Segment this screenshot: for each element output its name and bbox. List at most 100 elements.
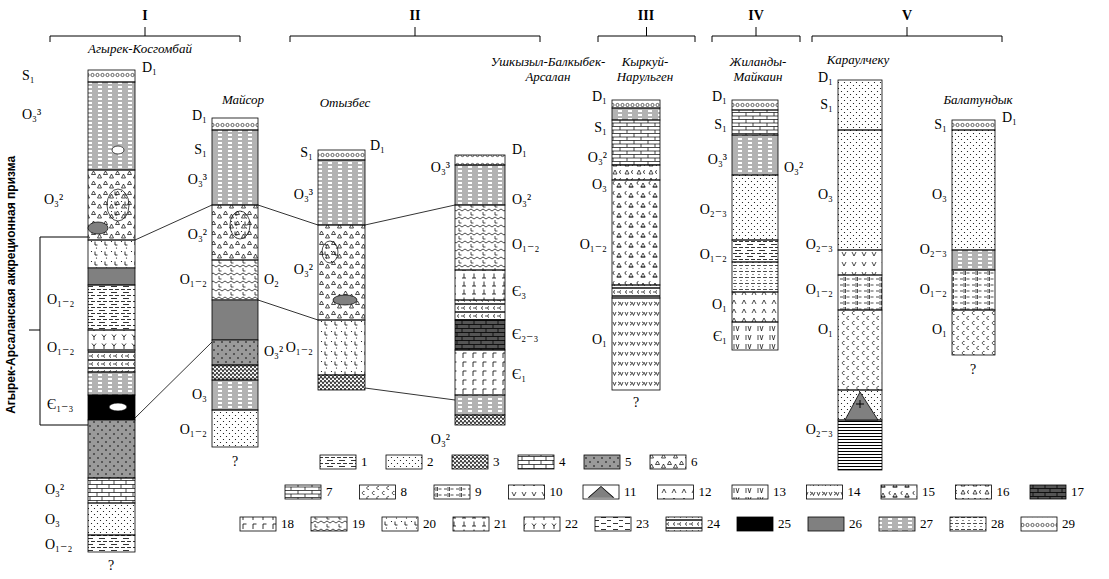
rock-lens bbox=[230, 211, 250, 239]
rock-layer bbox=[952, 120, 995, 130]
rock-layer bbox=[838, 80, 882, 130]
correlation-line bbox=[365, 205, 455, 225]
age-index: O₃ bbox=[932, 187, 947, 203]
legend-number: 6 bbox=[691, 455, 698, 470]
legend-number: 7 bbox=[326, 485, 333, 500]
rock-layer bbox=[212, 130, 258, 205]
rock-layer bbox=[212, 300, 258, 340]
rock-layer bbox=[732, 110, 778, 135]
rock-lens bbox=[333, 295, 357, 305]
rock-layer bbox=[88, 395, 135, 420]
legend-number: 22 bbox=[565, 517, 578, 532]
age-index: ? bbox=[108, 558, 114, 574]
legend-number: 4 bbox=[559, 455, 566, 470]
age-index: O₃² bbox=[45, 482, 64, 498]
rock-layer bbox=[318, 160, 365, 225]
age-index: D₁ bbox=[512, 142, 527, 158]
age-index: S₁ bbox=[714, 117, 727, 133]
rock-lens bbox=[112, 146, 124, 154]
rock-layer bbox=[455, 350, 505, 395]
legend-swatch bbox=[956, 485, 992, 499]
rock-layer bbox=[88, 285, 135, 330]
section-name: Агырек-Косгомбай bbox=[88, 42, 192, 57]
legend-number: 28 bbox=[991, 517, 1004, 532]
legend-number: 18 bbox=[281, 517, 294, 532]
group-bracket bbox=[812, 27, 1002, 42]
group-number: IV bbox=[748, 8, 764, 24]
rock-lens bbox=[322, 241, 338, 263]
rock-layer bbox=[88, 350, 135, 372]
strat-column bbox=[732, 100, 778, 350]
legend-swatch bbox=[583, 485, 619, 499]
rock-layer bbox=[455, 165, 505, 205]
legend-swatch bbox=[808, 517, 844, 531]
age-index: D₁ bbox=[818, 70, 833, 86]
rock-layer bbox=[612, 100, 660, 108]
section-name: Ушкызыл-Балкыбек-Арсалан bbox=[478, 55, 618, 85]
strat-column bbox=[88, 70, 135, 552]
rock-layer bbox=[838, 250, 882, 275]
rock-layer bbox=[612, 120, 660, 165]
legend-swatch bbox=[320, 455, 356, 469]
legend-number: 12 bbox=[699, 485, 712, 500]
legend-number: 24 bbox=[707, 517, 720, 532]
legend-swatch bbox=[311, 517, 347, 531]
correlation-line bbox=[258, 300, 318, 320]
correlation-line bbox=[365, 388, 455, 400]
legend-swatch bbox=[879, 517, 915, 531]
rock-layer bbox=[318, 225, 365, 320]
rock-layer bbox=[212, 260, 258, 300]
age-index: O₁ bbox=[712, 297, 727, 313]
rock-layer bbox=[455, 320, 505, 350]
legend-number: 25 bbox=[778, 517, 791, 532]
age-index: D₁ bbox=[370, 138, 385, 154]
rock-layer bbox=[318, 320, 365, 375]
rock-layer bbox=[212, 380, 258, 410]
legend-swatch bbox=[807, 485, 843, 499]
rock-layer bbox=[318, 375, 365, 390]
legend-number: 21 bbox=[494, 517, 507, 532]
legend-swatch bbox=[650, 455, 686, 469]
rock-layer bbox=[212, 410, 258, 447]
rock-layer bbox=[88, 240, 135, 268]
age-index: S₁ bbox=[934, 117, 947, 133]
rock-layer bbox=[455, 270, 505, 300]
age-index: O₃² bbox=[44, 192, 63, 208]
legend-swatch bbox=[950, 517, 986, 531]
legend-number: 15 bbox=[922, 485, 935, 500]
legend-swatch bbox=[732, 485, 768, 499]
age-index: O₃³ bbox=[708, 152, 727, 168]
group-number: V bbox=[902, 8, 912, 24]
age-index: Є₁ bbox=[713, 329, 727, 345]
rock-lens bbox=[109, 403, 127, 411]
rock-layer bbox=[88, 503, 135, 535]
section-name: Жиланды-Майкаин bbox=[718, 55, 798, 85]
strat-column bbox=[212, 118, 258, 447]
age-index: Є₁ bbox=[512, 367, 526, 383]
section-name: Майсор bbox=[222, 93, 264, 108]
age-index: O₃² bbox=[588, 150, 607, 166]
legend-number: 5 bbox=[625, 455, 632, 470]
age-index: O₃ bbox=[45, 512, 60, 528]
age-index: O₁₋₂ bbox=[512, 237, 539, 253]
rock-layer bbox=[838, 390, 882, 420]
rock-layer bbox=[88, 420, 135, 478]
rock-layer bbox=[88, 70, 135, 82]
age-index: O₃² bbox=[431, 432, 450, 448]
rock-layer bbox=[952, 250, 995, 270]
columns bbox=[88, 70, 995, 552]
age-index: O₁ bbox=[932, 322, 947, 338]
correlation-line bbox=[258, 205, 318, 225]
age-index: D₁ bbox=[142, 60, 157, 76]
rock-layer bbox=[455, 415, 505, 425]
age-index: S₁ bbox=[594, 120, 607, 136]
rock-layer bbox=[88, 330, 135, 350]
strat-column bbox=[612, 100, 660, 390]
legend-number: 1 bbox=[361, 455, 368, 470]
age-index: O₂₋₃ bbox=[806, 422, 833, 438]
age-index: D₁ bbox=[592, 89, 607, 105]
age-index: D₁ bbox=[192, 108, 207, 124]
group-bracket bbox=[598, 27, 695, 42]
legend-swatch bbox=[1021, 517, 1057, 531]
age-index: ? bbox=[970, 362, 976, 378]
